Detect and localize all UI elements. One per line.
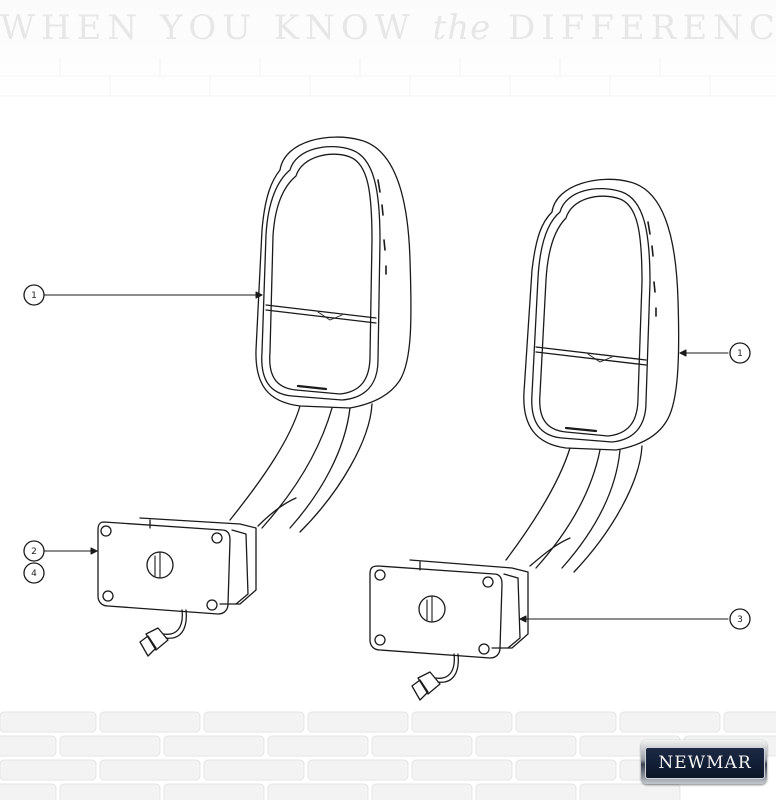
left-wire-connector (139, 627, 169, 657)
callout-balloon-3 (729, 608, 751, 630)
left-mirror-assembly (97, 136, 412, 657)
slogan-part-1: WHEN YOU KNOW (0, 8, 416, 48)
right-mirror-assembly (369, 178, 680, 701)
callout-balloon-1-right (729, 342, 751, 364)
callout-label-2: 2 (31, 547, 37, 557)
left-mirror-arm (229, 403, 373, 533)
right-mirror-housing (523, 178, 680, 451)
callout-label-1-left: 1 (31, 291, 37, 301)
callout-balloon-2 (23, 540, 45, 562)
callout-label-1-right: 1 (737, 349, 743, 359)
left-mirror-housing (255, 136, 412, 409)
right-base-plate-stack (409, 559, 529, 649)
slogan-part-3: DIFFERENCE (508, 8, 776, 48)
brick-background-top (0, 58, 776, 97)
right-wire-connector (411, 671, 441, 701)
left-base-plate-stack (139, 517, 257, 605)
callout-label-4: 4 (31, 569, 37, 579)
brick-background-bottom (0, 711, 776, 800)
callout-label-3: 3 (737, 615, 743, 625)
header-banner: WHEN YOU KNOW the DIFFERENCE (0, 0, 776, 110)
callout-balloon-4 (23, 562, 45, 584)
logo-text: NEWMAR (658, 753, 752, 773)
slogan-part-2: the (432, 8, 492, 48)
callout-leaders (43, 291, 729, 623)
logo-plate: NEWMAR (645, 747, 765, 779)
banner-slogan: WHEN YOU KNOW the DIFFERENCE (0, 8, 776, 48)
left-mirror-glass (261, 146, 381, 401)
right-mirror-glass (531, 188, 651, 443)
callout-balloon-1-left (23, 284, 45, 306)
right-mirror-arm (505, 445, 643, 573)
newmar-logo: NEWMAR (641, 740, 767, 784)
